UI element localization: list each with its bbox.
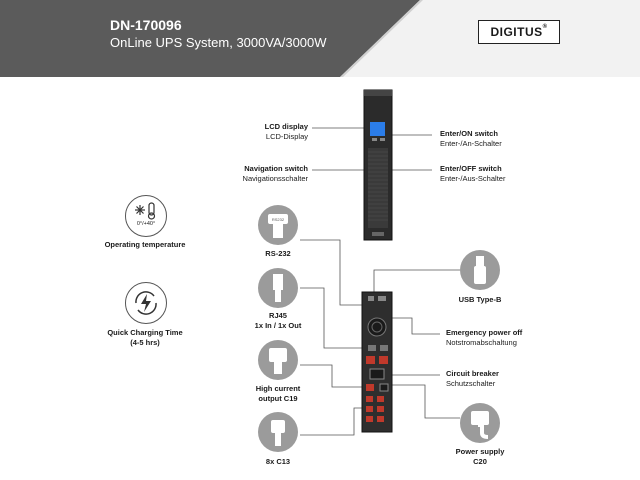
label-operating-temperature: Operating temperature: [104, 240, 186, 249]
label-power-supply: Power supply C20: [455, 447, 505, 466]
label-navigation-switch: Navigation switch Navigationsschalter: [242, 164, 308, 183]
circuit-breaker: [369, 368, 385, 380]
temperature-icon: 0°/+40°: [125, 195, 167, 237]
c13-connector-icon: [258, 412, 298, 452]
rj45-connector-icon: [258, 268, 298, 308]
label-c13: 8x C13: [265, 457, 291, 466]
label-rj45: RJ45 1x In / 1x Out: [254, 311, 302, 330]
label-lcd-display: LCD display LCD-Display: [264, 122, 308, 141]
label-enter-off: Enter/OFF switch Enter-/Aus-Schalter: [440, 164, 506, 183]
c19-connector-icon: [258, 340, 298, 380]
rs232-port-rear: [378, 296, 386, 301]
lcd-screen: [370, 122, 385, 136]
rs232-connector-icon: RS232: [258, 205, 298, 245]
label-enter-on: Enter/ON switch Enter-/An-Schalter: [440, 129, 502, 148]
charging-icon: [125, 282, 167, 324]
fan: [367, 317, 387, 337]
label-rs232: RS-232: [265, 249, 291, 258]
label-usb: USB Type-B: [458, 295, 502, 304]
model-number: DN-170096: [110, 17, 182, 33]
usb-connector-icon: [460, 250, 500, 290]
digitus-logo: DIGITUS®: [478, 20, 560, 44]
label-emergency-power-off: Emergency power off Notstromabschaltung: [446, 328, 523, 347]
c20-connector-icon: [460, 403, 500, 443]
svg-text:RS232: RS232: [272, 217, 285, 222]
ups-front-tower: [363, 89, 393, 241]
label-circuit-breaker: Circuit breaker Schutzschalter: [446, 369, 499, 388]
product-description: OnLine UPS System, 3000VA/3000W: [110, 35, 327, 50]
usb-port: [368, 296, 374, 301]
ups-rear-panel: [361, 291, 393, 433]
label-c19: High current output C19: [255, 384, 301, 403]
label-quick-charging: Quick Charging Time (4-5 hrs): [107, 328, 183, 347]
